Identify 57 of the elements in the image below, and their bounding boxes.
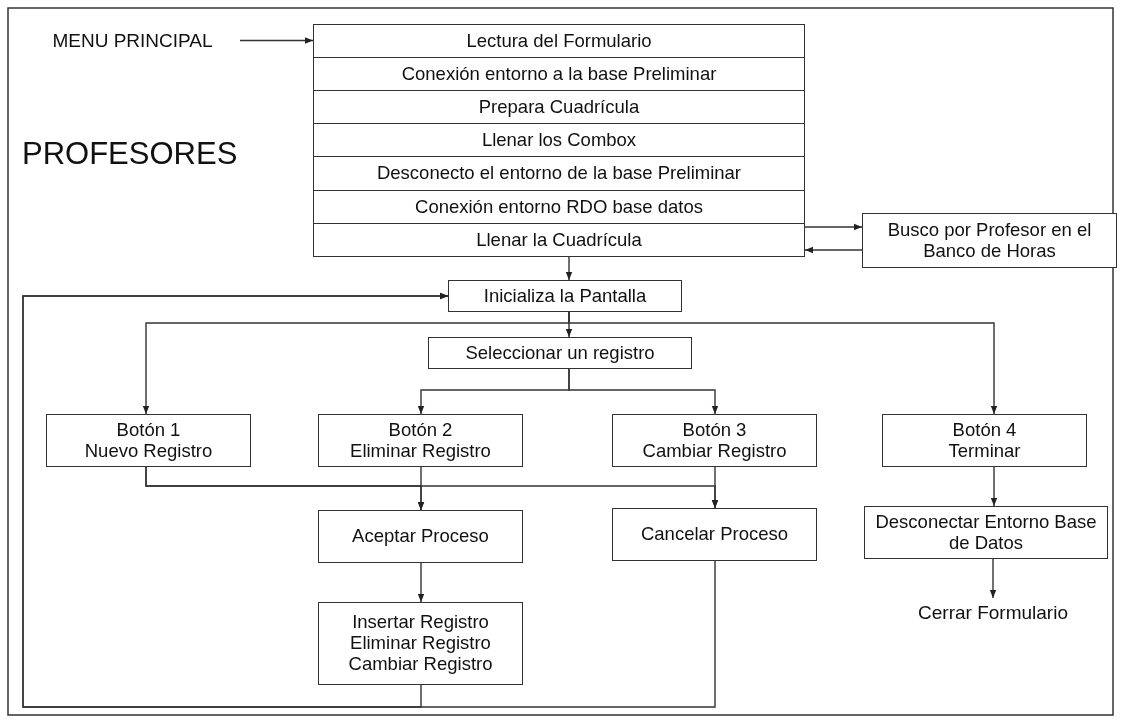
arrow bbox=[239, 37, 314, 44]
process-box bbox=[318, 602, 523, 685]
step-text: Eliminar Registro bbox=[350, 633, 491, 654]
step-text: Cambiar Registro bbox=[642, 440, 787, 462]
process-box bbox=[313, 24, 805, 58]
process-box bbox=[313, 90, 805, 124]
step-text: Cancelar Proceso bbox=[640, 524, 788, 545]
step-text: Aceptar Proceso bbox=[352, 526, 489, 547]
arrow bbox=[990, 466, 998, 507]
arrow bbox=[804, 223, 863, 231]
arrow bbox=[417, 466, 425, 511]
arrow bbox=[568, 368, 719, 415]
process-box bbox=[313, 190, 805, 224]
step-text: Terminar bbox=[948, 440, 1021, 462]
step-text: Lectura del Formulario bbox=[466, 30, 652, 52]
process-box bbox=[428, 337, 692, 369]
flow-label: Cerrar Formulario bbox=[918, 602, 1068, 624]
step-text: Inicializa la Pantalla bbox=[483, 285, 647, 307]
arrow bbox=[989, 558, 997, 599]
step-text: Seleccionar un registro bbox=[465, 342, 655, 364]
step-text: Botón 4 bbox=[952, 419, 1017, 441]
step-text: Insertar Registro bbox=[352, 612, 489, 634]
process-box bbox=[882, 414, 1087, 467]
process-box bbox=[862, 213, 1117, 268]
step-text: Conexión entorno RDO base datos bbox=[415, 196, 703, 218]
step-text: Botón 2 bbox=[388, 419, 453, 441]
process-box bbox=[318, 414, 523, 467]
step-text: Desconecto el entorno de la base Preliminar bbox=[376, 163, 741, 184]
process-box bbox=[612, 508, 817, 561]
arrow bbox=[568, 311, 998, 415]
step-text: Llenar la Cuadrícula bbox=[476, 229, 642, 251]
flow-label: MENU PRINCIPAL bbox=[52, 29, 213, 52]
arrow bbox=[804, 246, 863, 254]
process-box bbox=[313, 156, 805, 191]
diagram-title: PROFESORES bbox=[22, 136, 238, 172]
process-box bbox=[318, 510, 523, 563]
step-text: Eliminar Registro bbox=[350, 440, 491, 462]
arrow bbox=[417, 562, 425, 603]
arrow bbox=[711, 466, 719, 509]
step-text: Cambiar Registro bbox=[348, 653, 493, 675]
process-box bbox=[313, 123, 805, 157]
process-box bbox=[448, 280, 682, 312]
step-text: Botón 3 bbox=[682, 419, 747, 441]
step-text: Botón 1 bbox=[116, 419, 181, 441]
step-text: Llenar los Combox bbox=[481, 129, 637, 151]
arrow bbox=[565, 256, 573, 281]
process-box bbox=[46, 414, 251, 467]
step-text: Nuevo Registro bbox=[84, 440, 213, 462]
process-box bbox=[313, 223, 805, 257]
step-text: Prepara Cuadrícula bbox=[478, 96, 640, 118]
process-box bbox=[313, 57, 805, 91]
step-text: Busco por Profesor en el Banco de Horas bbox=[886, 219, 1093, 262]
process-box bbox=[612, 414, 817, 467]
arrow bbox=[22, 292, 716, 708]
step-text: Desconectar Entorno Base de Datos bbox=[874, 511, 1098, 554]
process-box bbox=[864, 506, 1108, 559]
step-text: Conexión entorno a la base Preliminar bbox=[401, 63, 717, 85]
